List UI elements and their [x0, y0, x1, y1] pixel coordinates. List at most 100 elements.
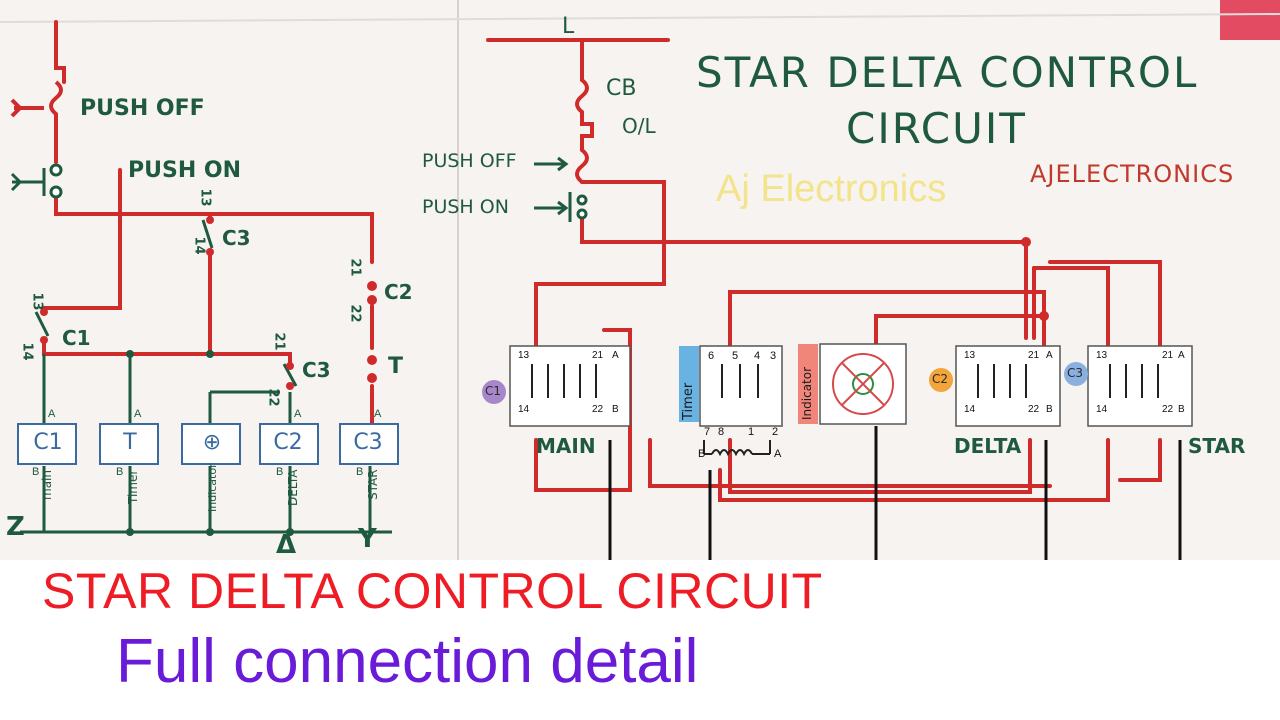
paper-background: [0, 0, 1280, 560]
coil-c1-label: C1: [33, 430, 63, 455]
tag-c3: C3: [1067, 366, 1084, 380]
drawing-title-line2: CIRCUIT: [846, 104, 1027, 153]
timer-n8: 8: [718, 426, 725, 438]
delta-na: A: [1046, 350, 1053, 361]
timer-tag-text: Timer: [681, 382, 696, 420]
c1-n13: 13: [29, 292, 45, 311]
main-nb: B: [612, 404, 619, 415]
c3-top-n14: 14: [191, 236, 207, 255]
paper-corner: [1220, 0, 1280, 40]
cb-label: CB: [606, 76, 637, 101]
left-push-on-contact: [10, 163, 63, 199]
indicator-tag-text: Indicator: [800, 366, 814, 420]
timer-coil-b: B: [698, 448, 706, 460]
main-n21: 21: [592, 350, 604, 361]
star-n22: 22: [1162, 404, 1174, 415]
timer-n1: 1: [748, 426, 755, 438]
delta-n21: 21: [1028, 350, 1040, 361]
timer-n2: 2: [772, 426, 779, 438]
coil-c2-label: C2: [273, 430, 303, 455]
right-panel-nodes: [1021, 237, 1049, 321]
left-push-off-contact: [10, 80, 63, 126]
paper-edge: [0, 13, 1280, 23]
timer-n3: 3: [770, 350, 777, 362]
c1-n14: 14: [19, 342, 35, 361]
main-na: A: [612, 350, 619, 361]
left-push-off-label: PUSH OFF: [80, 96, 205, 121]
coil-indicator-sub: Indicator: [206, 463, 219, 512]
left-coil-boxes: [17, 423, 399, 465]
coil-c3-sub: STAR: [366, 469, 380, 500]
c2-n22: 22: [347, 304, 363, 323]
star-n14: 14: [1096, 404, 1108, 415]
coil-indicator-label: ⊕: [202, 430, 222, 455]
coil-c1-b: B: [32, 466, 40, 478]
coil-c2-b: B: [276, 466, 284, 478]
c1-tag: [482, 380, 506, 404]
coil-c3-b: B: [356, 466, 364, 478]
drawing-title-line1: STAR DELTA CONTROL: [696, 48, 1199, 97]
main-n13: 13: [518, 350, 530, 361]
c3-mid-label: C3: [302, 358, 331, 382]
delta-n22: 22: [1028, 404, 1040, 415]
coil-t-b: B: [116, 466, 124, 478]
coil-c3-a: A: [374, 408, 382, 420]
left-push-on-label: PUSH ON: [128, 158, 242, 183]
c1-label: C1: [62, 326, 91, 350]
tag-c1: C1: [485, 384, 502, 398]
timer-n7: 7: [704, 426, 711, 438]
c3-top-n13: 13: [197, 188, 213, 207]
coil-t-label: T: [123, 430, 137, 455]
bottom-label-z: Z: [6, 512, 25, 542]
star-n21: 21: [1162, 350, 1174, 361]
left-coil-row-nodes: [126, 350, 294, 536]
star-nb: B: [1178, 404, 1185, 415]
indicator-tag: [798, 344, 818, 424]
delta-contactor-block: [955, 345, 1061, 427]
main-n22: 22: [592, 404, 604, 415]
circuit-drawing: [0, 0, 1280, 560]
right-panel-wires: [486, 38, 1162, 502]
timer-n5: 5: [732, 350, 739, 362]
c2-label: C2: [384, 280, 413, 304]
coil-c1-sub: main: [40, 470, 54, 500]
main-contactor-block: [509, 345, 631, 427]
star-na: A: [1178, 350, 1185, 361]
left-nodes: [40, 216, 377, 390]
watermark: Aj Electronics: [716, 168, 947, 210]
c3-top-label: C3: [222, 226, 251, 250]
main-label: MAIN: [536, 434, 596, 458]
contactor-internals: [531, 364, 1159, 398]
output-wires: [608, 426, 1182, 560]
c3-mid-n22: 22: [265, 388, 281, 407]
c3-tag: [1064, 362, 1088, 386]
star-contactor-block: [1087, 345, 1193, 427]
delta-n14: 14: [964, 404, 976, 415]
ol-label: O/L: [622, 114, 656, 138]
coil-c3-label: C3: [353, 430, 383, 455]
timer-coil: [703, 440, 771, 457]
bottom-label-delta: Δ: [276, 530, 297, 560]
coil-c2-a: A: [294, 408, 302, 420]
drawing-credit: AJELECTRONICS: [1030, 160, 1235, 188]
coil-t-sub: Timer: [126, 469, 140, 504]
timer-coil-a: A: [774, 448, 782, 460]
timer-tag: [679, 346, 699, 422]
delta-nb: B: [1046, 404, 1053, 415]
timer-n4: 4: [754, 350, 761, 362]
coil-c2-sub: DELTA: [286, 469, 300, 506]
right-push-on-contacts: [576, 194, 588, 220]
timer-contact-label: T: [388, 354, 404, 379]
main-n14: 14: [518, 404, 530, 415]
caption-subtitle: Full connection detail: [116, 627, 699, 696]
right-push-arrows: [534, 156, 572, 222]
caption-title: STAR DELTA CONTROL CIRCUIT: [42, 563, 823, 619]
timer-n6: 6: [708, 350, 715, 362]
coil-t-a: A: [134, 408, 142, 420]
c2-n21: 21: [347, 258, 363, 277]
right-push-on-label: PUSH ON: [422, 196, 509, 218]
c2-tag: [929, 368, 953, 392]
c3-mid-n21: 21: [271, 332, 287, 351]
left-contact-markers: [34, 219, 298, 387]
